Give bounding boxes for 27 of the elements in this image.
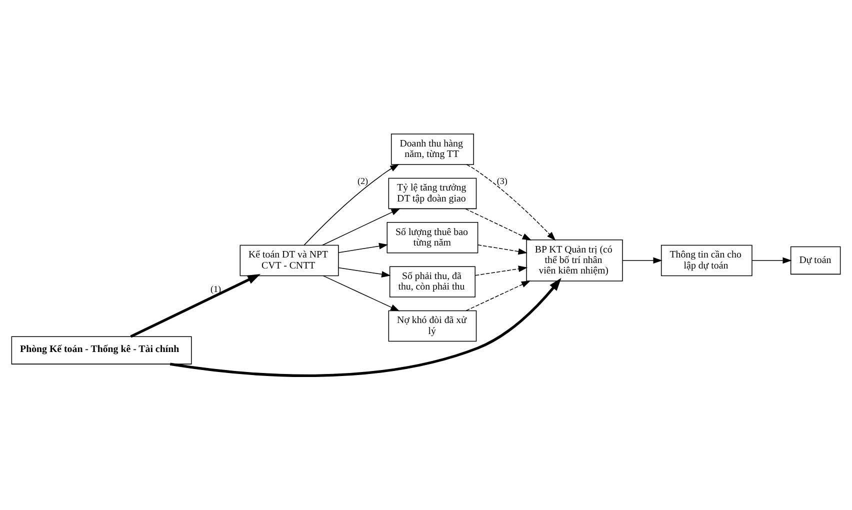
- node-box: Số lượng thuê bao từng năm: [386, 222, 478, 254]
- arrow: [170, 278, 562, 377]
- node-box: Phòng Kế toán - Thống kê - Tài chính: [11, 336, 192, 364]
- arrow: [322, 275, 400, 312]
- node-box: Thông tin cần cho lập dự toán: [660, 244, 752, 276]
- node-box: Doanh thu hàng năm, từng TT: [390, 134, 474, 165]
- node-box: Nợ khó đòi đã xử lý: [388, 310, 477, 342]
- node-box: Kế toán DT và NPT CVT - CNTT: [240, 244, 339, 276]
- arrow: [304, 164, 400, 246]
- node-box: BP KT Quản trị (có thể bố trí nhân viên kiêm nhiệm): [526, 240, 623, 282]
- arrow: [622, 257, 662, 264]
- edge-label: (2): [357, 176, 368, 186]
- arrow: [478, 244, 528, 255]
- node-box: Số phải thu, đã thu, còn phải thu: [389, 266, 476, 298]
- arrow: [752, 257, 792, 264]
- arrow: [338, 267, 391, 278]
- arrow: [475, 266, 528, 276]
- edge-label: (3): [496, 176, 508, 186]
- arrow: [130, 274, 261, 338]
- arrow: [465, 208, 532, 240]
- node-box: Tỷ lệ tăng trưởng DT tập đoàn giao: [388, 178, 477, 210]
- node-box: Dự toán: [790, 246, 841, 275]
- edge-label: (1): [210, 284, 222, 294]
- arrow: [466, 280, 531, 311]
- arrow: [338, 242, 388, 254]
- arrow: [322, 208, 400, 246]
- arrow: [466, 164, 556, 241]
